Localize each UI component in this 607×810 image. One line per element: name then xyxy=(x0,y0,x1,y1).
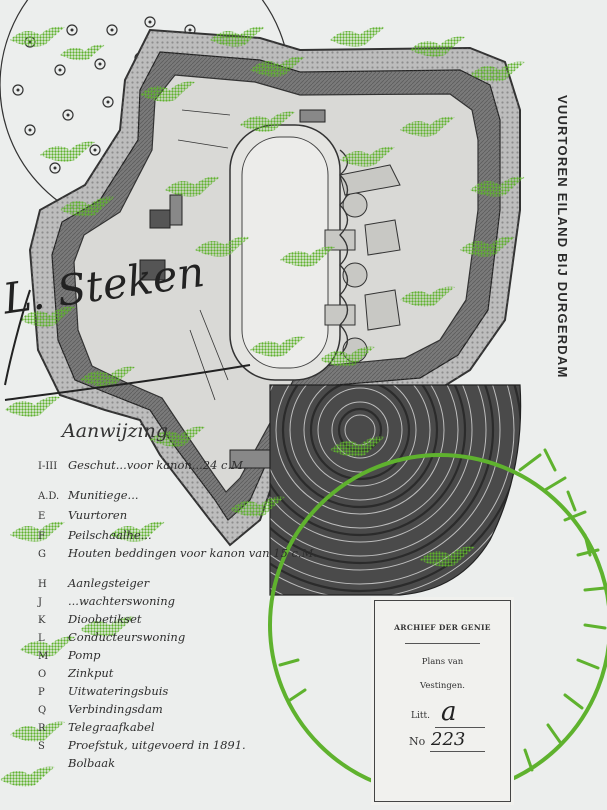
divider xyxy=(435,727,485,728)
archive-card: ARCHIEF DER GENIE Plans van Vestingen. L… xyxy=(374,600,511,802)
divider xyxy=(430,751,485,752)
legend-item: A.D.Munitiege... xyxy=(38,488,139,502)
number-value: 223 xyxy=(431,729,466,750)
legend-title: Aanwijzing xyxy=(62,420,169,442)
signature-loop xyxy=(4,289,31,386)
archive-card-line1: Plans van xyxy=(421,657,464,667)
fortress-plan xyxy=(28,28,521,547)
number-label: No xyxy=(409,735,426,748)
legend-item: Bolbaak xyxy=(68,756,116,770)
green-bird-marks xyxy=(0,26,525,787)
archive-card-header: ARCHIEF DER GENIE xyxy=(394,623,491,632)
litt-value: a xyxy=(441,697,457,727)
divider xyxy=(405,643,480,644)
legend-item: J...wachterswoning xyxy=(38,594,175,608)
litt-label: Litt. xyxy=(411,711,430,721)
signature-stroke xyxy=(4,364,251,401)
archive-card-line2: Vestingen. xyxy=(419,681,465,691)
poster-title: VUURTOREN EILAND BIJ DURGERDAM xyxy=(555,95,570,379)
